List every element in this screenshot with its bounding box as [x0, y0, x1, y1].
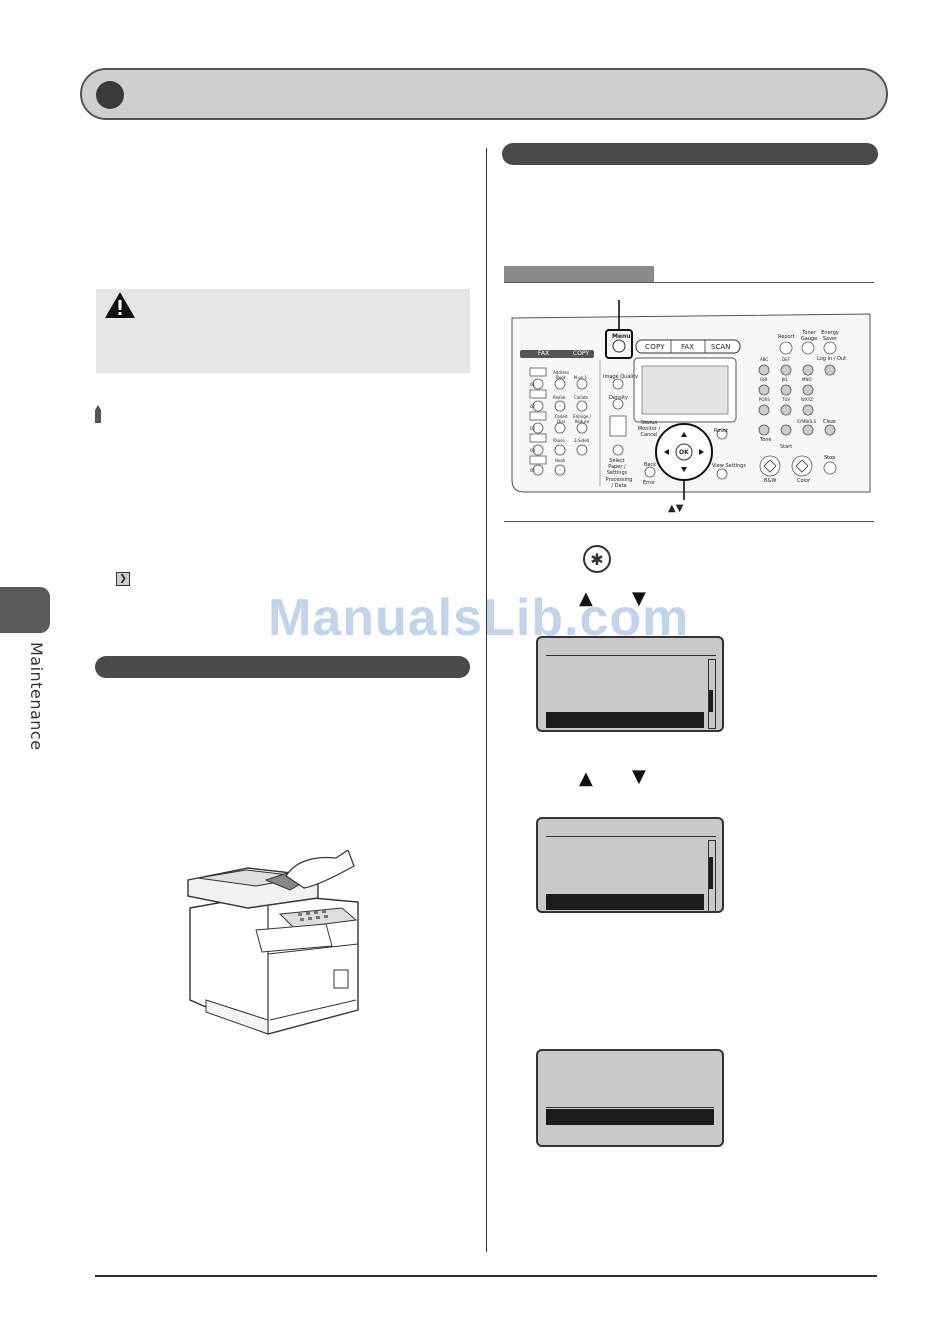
stop-label: Stop [824, 455, 836, 461]
lcd-scrollbar [708, 659, 716, 729]
key-symbols: SYMBOLS [797, 419, 817, 424]
section-heading-bar-right [502, 143, 878, 165]
toner-gauge-label: Toner Gauge [800, 330, 818, 342]
enlarge-reduce-label: Enlarge / Reduce [573, 414, 591, 424]
energy-saver-label: Energy Saver [821, 330, 839, 342]
hook-label: Hook [555, 458, 566, 463]
control-panel-figure [504, 282, 874, 522]
warning-icon [105, 292, 135, 318]
key-tuv: TUV [782, 397, 791, 402]
footer-rule [95, 1275, 877, 1277]
pause-label: Pause [553, 438, 565, 443]
status-monitor-label: Status Monitor / Cancel [637, 420, 661, 438]
lcd-scrollbar [708, 840, 716, 912]
ok-label: OK [679, 449, 689, 456]
start-label: Start [780, 444, 793, 450]
two-sided-label: 2-Sided [574, 438, 590, 443]
key-jkl: JKL [782, 377, 789, 382]
nav-caption: ▲▼ [668, 503, 684, 514]
menu-label: Menu [612, 333, 631, 340]
key-ghi: GHI [760, 377, 768, 382]
lcd-selected-row [546, 712, 704, 728]
up-arrow-icon: ▲ [579, 768, 593, 789]
one-touch-05: 05 [530, 468, 536, 473]
pencil-icon [95, 405, 101, 423]
coded-dial-label: Coded Dial [554, 414, 568, 424]
tone-label: Tone [760, 437, 772, 443]
mode-button-scan: SCAN [711, 343, 731, 351]
side-tab-label: Maintenance [27, 642, 46, 751]
mode-button-copy: COPY [645, 343, 665, 351]
tab-fax: FAX [538, 350, 550, 357]
collate-label: Collate [574, 395, 588, 400]
lcd-screen-3 [536, 1049, 724, 1147]
redial-label: Redial [553, 395, 566, 400]
chapter-side-tab [0, 587, 50, 633]
one-touch-02: 02 [530, 404, 536, 409]
control-panel-diagram [511, 300, 871, 500]
chapter-title-banner [80, 68, 888, 120]
figure-label-bar [504, 266, 654, 282]
error-label: Error [643, 480, 656, 486]
title-bullet-icon [96, 81, 124, 109]
clear-label: Clear [823, 419, 837, 425]
section-heading-bar-left [95, 656, 470, 678]
lcd-selected-row [546, 1109, 714, 1125]
down-arrow-icon: ▼ [632, 588, 646, 609]
image-quality-label: Image Quality [603, 374, 639, 380]
select-paper-label: Select Paper / Settings [606, 458, 628, 476]
printer-illustration [187, 850, 359, 1035]
one-touch-04: 04 [530, 448, 536, 453]
processing-data-label: Processing / Data [605, 477, 633, 489]
log-in-out-label: Log In / Out [817, 356, 847, 362]
key-wxyz: WXYZ [801, 397, 813, 402]
lcd-selected-row [546, 894, 704, 910]
menu-key-icon: ✱ [583, 545, 611, 573]
back-label: Back [644, 462, 657, 468]
caution-box [96, 289, 470, 373]
key-def: DEF [782, 357, 790, 362]
one-touch-01: 01 [530, 382, 536, 387]
mode-button-fax: FAX [681, 343, 694, 351]
n-on-1-label: N on 1 [574, 375, 588, 380]
one-touch-03: 03 [530, 426, 536, 431]
bw-label: B&W [764, 478, 777, 484]
address-book-label: Address Book [553, 370, 569, 380]
tip-arrow-icon: ❯ [116, 572, 130, 586]
reset-label: Reset [714, 428, 728, 434]
color-label: Color [797, 478, 811, 484]
tab-copy: COPY [573, 350, 590, 357]
down-arrow-icon: ▼ [632, 766, 646, 787]
key-pqrs: PQRS [759, 397, 770, 402]
up-arrow-icon: ▲ [579, 588, 593, 609]
report-label: Report [778, 334, 795, 340]
key-mno: MNO [802, 377, 812, 382]
key-abc: ABC [760, 357, 769, 362]
density-label: Density [609, 395, 629, 401]
lcd-screen-1 [536, 636, 724, 732]
column-divider [486, 148, 487, 1252]
view-settings-label: View Settings [712, 463, 746, 469]
lcd-screen-2 [536, 817, 724, 913]
